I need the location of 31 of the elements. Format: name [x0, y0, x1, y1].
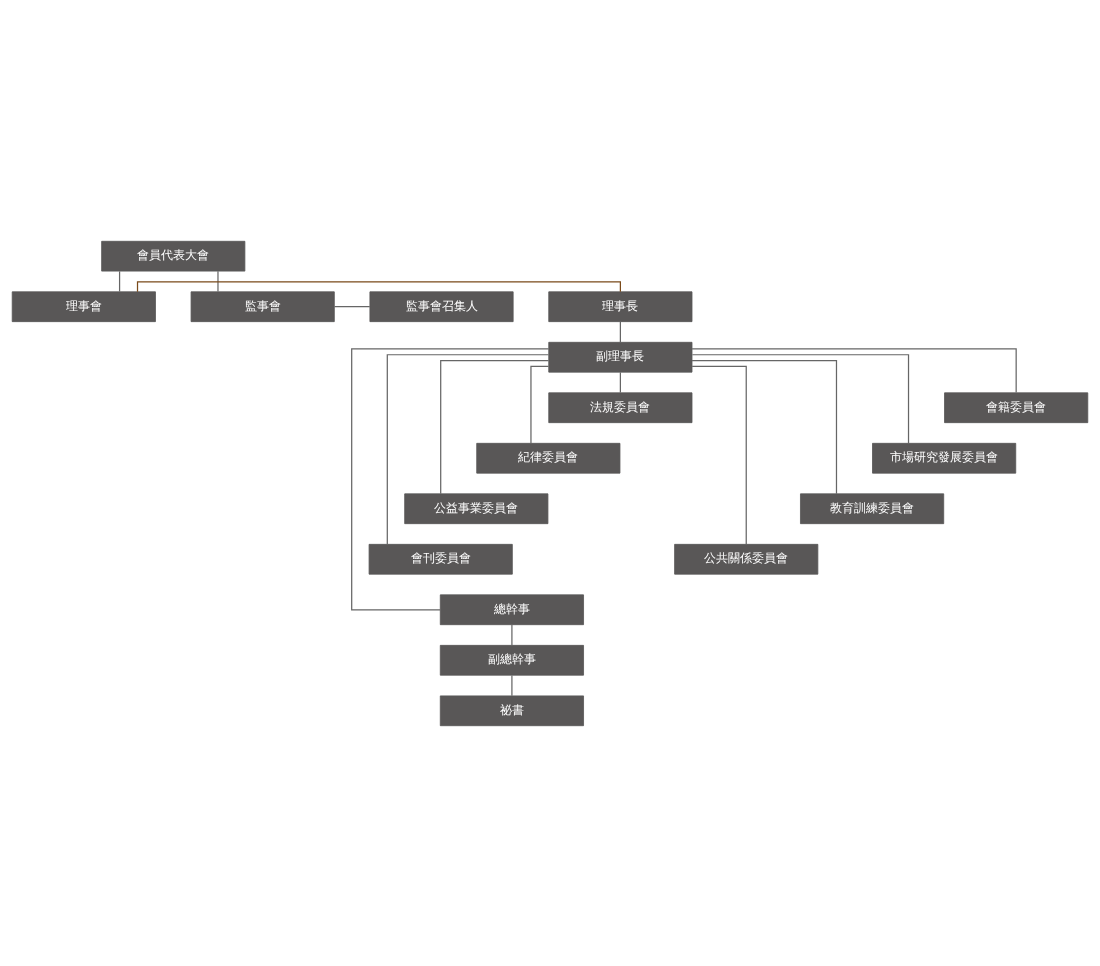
- connector: [217, 270, 219, 292]
- connector: [118, 270, 121, 292]
- connector: [691, 359, 838, 494]
- node-box: 副總幹事: [439, 644, 584, 676]
- connector: [333, 305, 371, 307]
- node-box: 會員代表大會: [101, 240, 246, 272]
- connector: [619, 320, 621, 343]
- node-box: 紀律委員會: [476, 442, 621, 474]
- connector: [619, 371, 621, 393]
- node-box: 公益事業委員會: [404, 492, 549, 524]
- node-box: 市場研究發展委員會: [872, 442, 1017, 474]
- node-box: 總幹事: [439, 593, 584, 625]
- node-box: 會刊委員會: [368, 543, 513, 575]
- connector: [691, 365, 747, 545]
- node-box: 公共關係委員會: [674, 543, 819, 575]
- node-box: 法規委員會: [548, 391, 693, 423]
- node-box: 會籍委員會: [944, 391, 1089, 423]
- node-box: 監事會: [190, 290, 335, 322]
- node-box: 教育訓練委員會: [800, 492, 945, 524]
- node-box: 理事長: [548, 290, 693, 322]
- node-box: 監事會召集人: [369, 290, 514, 322]
- node-box: 理事會: [11, 290, 156, 322]
- node-box: 副理事長: [548, 341, 693, 373]
- connector: [530, 365, 550, 444]
- connector: [511, 674, 513, 696]
- node-box: 祕書: [439, 694, 584, 726]
- connector: [440, 359, 550, 494]
- connector: [691, 353, 910, 444]
- connector: [691, 347, 1017, 393]
- connector: [511, 623, 513, 646]
- connector: [136, 280, 621, 292]
